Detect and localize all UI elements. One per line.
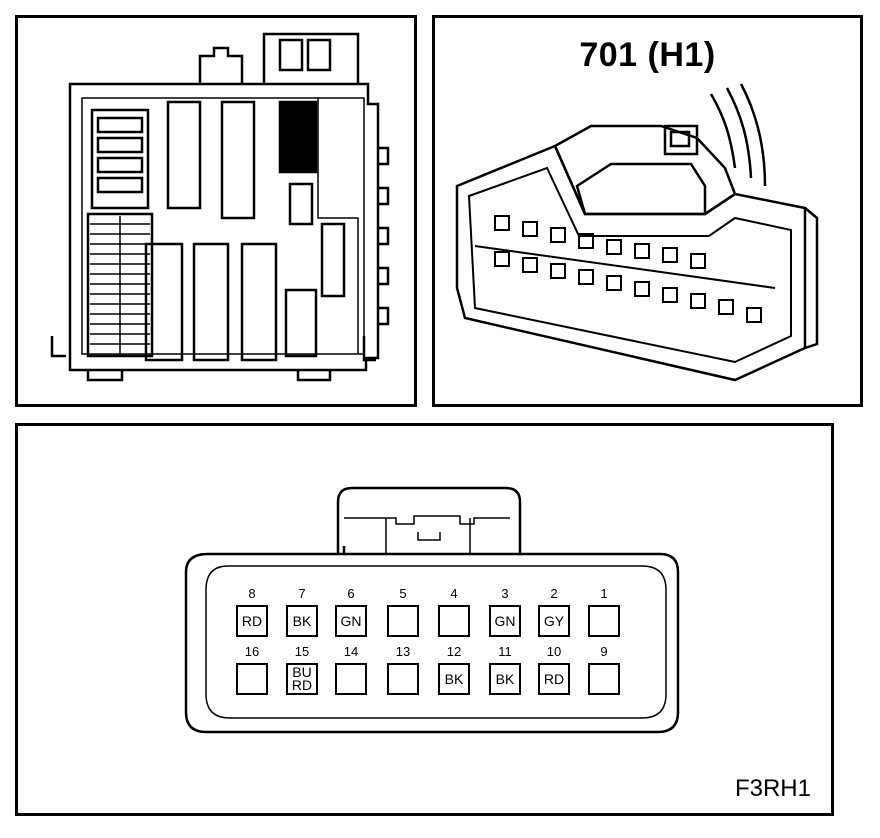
- pin-cavity-7: BK: [286, 605, 318, 637]
- connector-title: 701 (H1): [579, 36, 716, 74]
- pin-number: 7: [298, 586, 306, 601]
- pin-number: 13: [395, 644, 411, 659]
- pin-cavity-5: [387, 605, 419, 637]
- pin-cavity-6: GN: [335, 605, 367, 637]
- pin-number: 8: [248, 586, 256, 601]
- pin-number: 1: [600, 586, 608, 601]
- connector-face-outline: [184, 486, 680, 734]
- pin-cavity-12: BK: [438, 663, 470, 695]
- fusebox-panel: [15, 15, 417, 407]
- pin-number: 9: [600, 644, 608, 659]
- pin-cavity-2: GY: [538, 605, 570, 637]
- pin-number: 3: [501, 586, 509, 601]
- pin-number: 14: [343, 644, 359, 659]
- pin-cavity-1: [588, 605, 620, 637]
- pin-cavity-15: BU RD: [286, 663, 318, 695]
- pin-cavity-16: [236, 663, 268, 695]
- pin-number: 4: [450, 586, 458, 601]
- pin-number: 10: [546, 644, 562, 659]
- pin-number: 16: [244, 644, 260, 659]
- figure-code: F3RH1: [734, 775, 811, 802]
- pin-number: 6: [347, 586, 355, 601]
- pin-cavity-11: BK: [489, 663, 521, 695]
- pin-cavity-4: [438, 605, 470, 637]
- connector-3d-drawing: [455, 83, 819, 382]
- pin-cavity-8: RD: [236, 605, 268, 637]
- pin-cavity-14: [335, 663, 367, 695]
- pin-number: 12: [446, 644, 462, 659]
- pin-number: 2: [550, 586, 558, 601]
- pin-number: 11: [498, 644, 512, 659]
- pin-cavity-13: [387, 663, 419, 695]
- pin-number: 15: [294, 644, 310, 659]
- pin-number: 5: [399, 586, 407, 601]
- pin-cavity-3: GN: [489, 605, 521, 637]
- connector-illustration-panel: 701 (H1): [432, 15, 863, 407]
- fusebox-drawing: [50, 32, 390, 382]
- pin-cavity-10: RD: [538, 663, 570, 695]
- pinout-panel: 8 7 6 5 4 3 2 1 RD BK GN GN GY 16 15 14 …: [15, 423, 834, 816]
- pin-cavity-9: [588, 663, 620, 695]
